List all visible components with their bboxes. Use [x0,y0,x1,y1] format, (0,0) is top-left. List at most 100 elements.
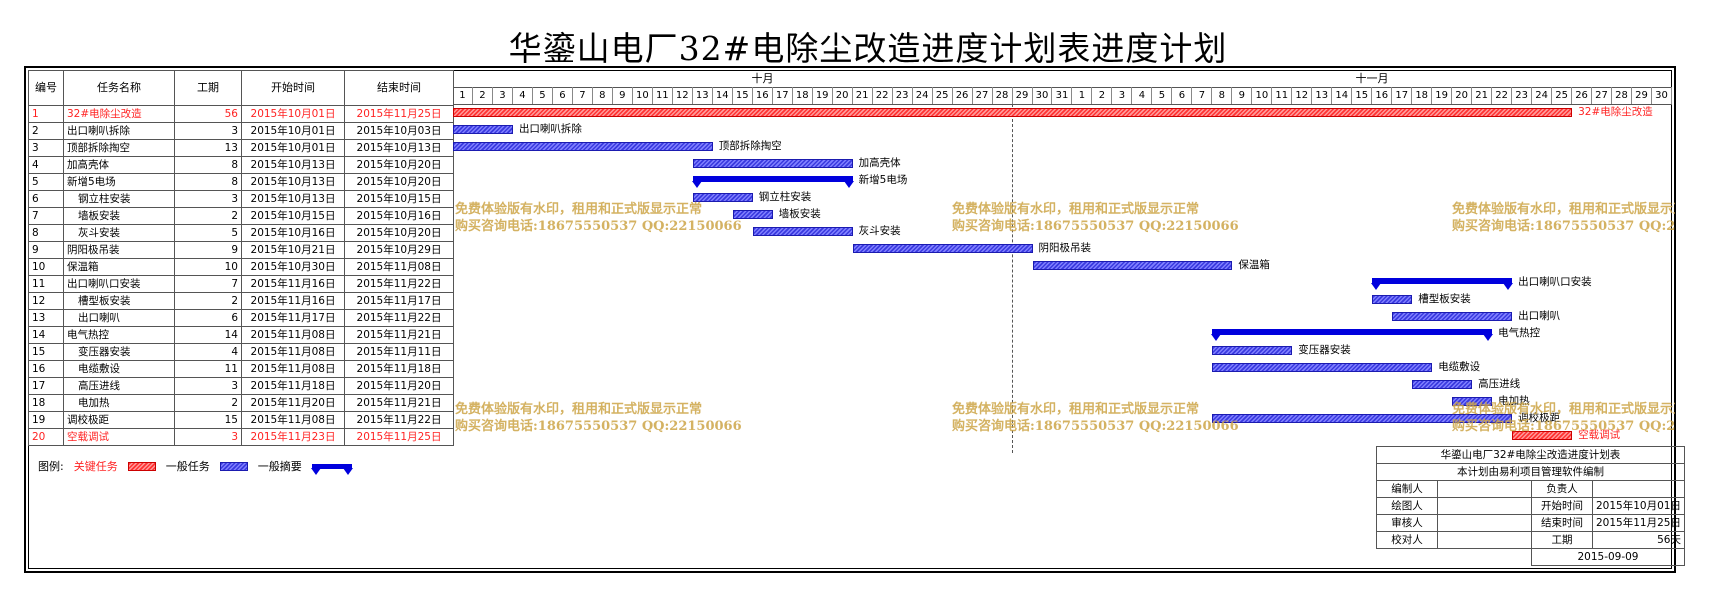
bar-label: 32#电除尘改造 [1578,106,1653,118]
task-duration: 8 [174,156,242,174]
header-start[interactable]: 开始时间 [241,70,345,106]
header-name[interactable]: 任务名称 [63,70,175,106]
day-cell: 2 [473,87,493,104]
info-owner-value[interactable] [1592,480,1685,498]
day-cell: 17 [1392,87,1413,104]
task-duration: 8 [174,173,242,191]
task-bar[interactable] [692,193,753,202]
task-bar[interactable] [1412,380,1473,389]
day-cell: 18 [1412,87,1433,104]
day-cell: 13 [1312,87,1333,104]
legend: 图例: 关键任务 一般任务 一般摘要 [38,458,362,475]
bar-label: 变压器安装 [1298,344,1351,356]
bar-label: 电加热 [1498,395,1530,407]
info-start-label: 开始时间 [1531,497,1593,515]
day-cell: 22 [873,87,893,104]
legend-title: 图例: [38,460,64,473]
bar-label: 空载调试 [1578,429,1621,441]
task-name: 电缆敷设 [63,360,175,378]
info-duration-value: 56天 [1592,531,1685,549]
summary-bar[interactable] [1371,278,1513,290]
info-reviewer-value[interactable] [1437,514,1532,532]
info-editor-value[interactable] [1437,480,1532,498]
task-end: 2015年11月25日 [344,105,454,123]
task-duration: 2 [174,394,242,412]
day-cell: 22 [1492,87,1513,104]
task-bar[interactable] [453,142,713,151]
header-duration[interactable]: 工期 [174,70,242,106]
task-end: 2015年11月22日 [344,275,454,293]
task-bar[interactable] [752,227,853,236]
info-proofreader-value[interactable] [1437,531,1532,549]
task-start: 2015年10月30日 [241,258,345,276]
task-bar[interactable] [1212,346,1293,355]
task-bar[interactable] [1212,414,1513,423]
task-start: 2015年11月08日 [241,343,345,361]
page-title: 华鎏山电厂32#电除尘改造进度计划表进度计划 [508,29,1228,68]
task-start: 2015年10月13日 [241,190,345,208]
task-name: 保温箱 [63,258,175,276]
day-cell: 19 [1432,87,1453,104]
summary-bar[interactable] [691,176,854,188]
task-bar[interactable] [852,244,1033,253]
task-name: 电加热 [63,394,175,412]
day-cell: 30 [1652,87,1672,104]
info-proofreader-label: 校对人 [1376,531,1438,549]
info-title: 华鎏山电厂32#电除尘改造进度计划表 [1376,446,1685,464]
task-no: 19 [28,411,64,429]
legend-critical-swatch [127,461,156,471]
task-bar[interactable] [1392,312,1513,321]
day-cell: 25 [1552,87,1573,104]
day-cell: 11 [1272,87,1293,104]
task-name: 空载调试 [63,428,175,446]
legend-summary-label: 一般摘要 [257,460,302,473]
task-end: 2015年11月25日 [344,428,454,446]
task-duration: 10 [174,258,242,276]
day-cell: 29 [1632,87,1652,104]
task-bar[interactable] [1032,261,1233,270]
header-end[interactable]: 结束时间 [344,70,454,106]
task-bar[interactable] [453,125,513,134]
info-subtitle: 本计划由易利项目管理软件编制 [1376,463,1685,481]
task-bar[interactable] [1212,363,1433,372]
info-start-value: 2015年10月01日 [1592,497,1685,515]
task-bar[interactable] [1372,295,1413,304]
gantt-chart-area: 32#电除尘改造出口喇叭拆除顶部拆除掏空加高壳体新增5电场钢立柱安装墙板安装灰斗… [453,104,1672,453]
task-name: 加高壳体 [63,156,175,174]
info-drawer-value[interactable] [1437,497,1532,515]
bar-label: 保温箱 [1238,259,1270,271]
task-end: 2015年10月15日 [344,190,454,208]
header-no[interactable]: 编号 [28,70,64,106]
bar-label: 墙板安装 [778,208,821,220]
day-cell: 30 [1033,87,1053,104]
task-no: 17 [28,377,64,395]
month-header: 十月 十一月 [453,70,1672,88]
task-bar[interactable] [1452,397,1493,406]
task-bar[interactable] [692,159,853,168]
task-bar[interactable] [732,210,773,219]
critical-task-bar[interactable] [1512,431,1573,440]
summary-bar[interactable] [1211,329,1493,341]
critical-task-bar[interactable] [453,108,1573,117]
